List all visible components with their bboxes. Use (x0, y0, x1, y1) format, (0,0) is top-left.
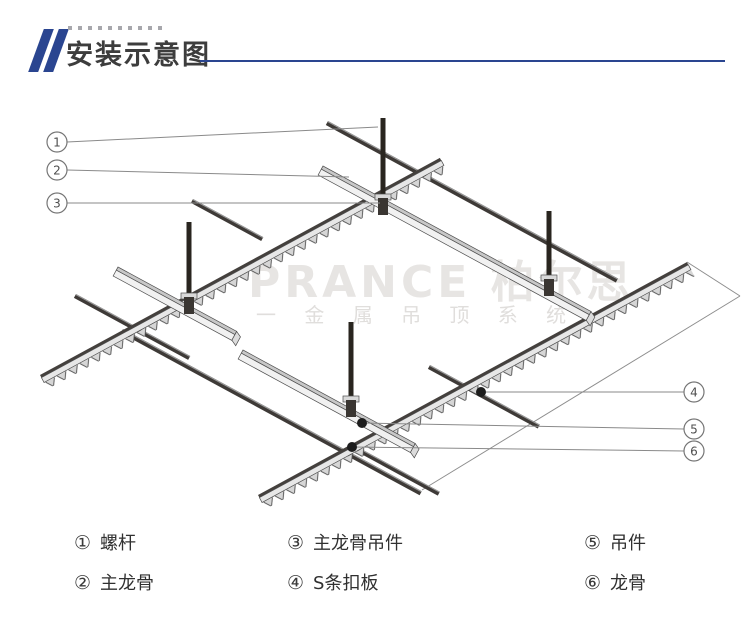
legend-item: ② 主龙骨 (74, 569, 154, 595)
leader-lines (66, 126, 685, 452)
svg-text:6: 6 (690, 445, 698, 459)
svg-text:1: 1 (53, 136, 61, 150)
s-strip-bar (120, 329, 422, 496)
legend-item: ④ S条扣板 (287, 569, 378, 595)
main-keel (112, 266, 241, 347)
callouts: 1 2 3 4 5 6 (46, 131, 705, 462)
callout-2: 2 (46, 159, 68, 181)
legend-label: 主龙骨吊件 (313, 533, 404, 554)
s-strip-bar (190, 199, 264, 242)
legend-num: ① (74, 532, 92, 554)
callout-1: 1 (46, 131, 68, 153)
s-strip-bar (349, 444, 440, 496)
s-strip-bar (325, 120, 619, 283)
legend-num: ② (74, 572, 92, 594)
legend-label: 主龙骨 (100, 573, 155, 594)
watermark-brand: PRANCE 柏尔思 (248, 257, 635, 308)
callout-4: 4 (683, 381, 705, 403)
carrier-keels (40, 157, 695, 510)
main-keel (237, 349, 420, 459)
screw-rod (540, 211, 558, 296)
legend-item: ③ 主龙骨吊件 (287, 529, 403, 555)
legend-num: ⑤ (584, 532, 602, 554)
legend-num: ⑥ (584, 572, 602, 594)
page-title: 安装示意图 (66, 40, 211, 71)
callout-6: 6 (683, 440, 705, 462)
legend-label: S条扣板 (313, 573, 379, 594)
legend-num: ④ (287, 572, 305, 594)
screw-rod (342, 322, 360, 417)
legend-item: ① 螺杆 (74, 529, 136, 555)
legend-label: 吊件 (610, 533, 647, 554)
watermark-slogan: 一 金 属 吊 顶 系 统 一 (256, 303, 626, 327)
header-rule (200, 60, 725, 62)
svg-text:5: 5 (690, 423, 698, 437)
legend-label: 螺杆 (100, 533, 137, 554)
callout-5: 5 (683, 418, 705, 440)
screw-rod (180, 222, 198, 314)
carrier-keel-top (40, 157, 448, 390)
legend-item: ⑤ 吊件 (584, 529, 646, 555)
callout-3: 3 (46, 192, 68, 214)
watermark: PRANCE 柏尔思 一 金 属 吊 顶 系 统 一 (248, 257, 635, 327)
header-dotted-row (68, 26, 162, 30)
main-keels (112, 165, 596, 459)
svg-text:2: 2 (53, 164, 61, 178)
screw-rod (374, 118, 392, 215)
svg-text:3: 3 (53, 197, 61, 211)
screw-rods (180, 118, 558, 417)
panel-plane-outline (421, 261, 741, 491)
legend-item: ⑥ 龙骨 (584, 569, 646, 595)
leader-dots (347, 387, 486, 452)
legend-label: 龙骨 (610, 573, 647, 594)
svg-text:4: 4 (690, 386, 698, 400)
legend-num: ③ (287, 532, 305, 554)
